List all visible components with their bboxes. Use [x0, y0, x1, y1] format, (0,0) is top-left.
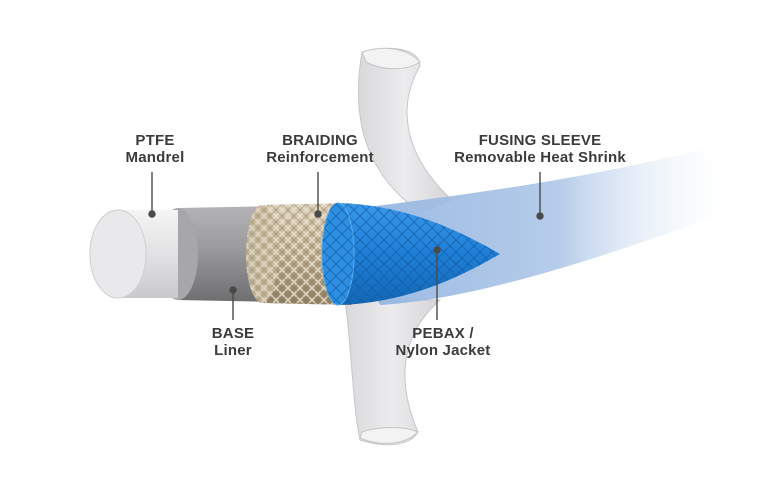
leader-dot-braid	[314, 210, 322, 218]
leader-dot-ptfe	[148, 210, 156, 218]
label-base-liner: BASE Liner	[178, 325, 288, 359]
sleeve-lower-flange-rim	[359, 427, 419, 444]
leader-dot-base	[229, 286, 237, 294]
mandrel-tip	[89, 209, 147, 299]
pebax-jacket-edge-mesh	[322, 203, 354, 305]
label-braiding-reinforcement: BRAIDING Reinforcement	[240, 132, 400, 166]
label-pebax-title: PEBAX /	[412, 325, 474, 342]
label-braid-subtitle: Reinforcement	[266, 149, 374, 166]
leader-dot-fuse	[536, 212, 544, 220]
braiding-edge-mesh	[246, 205, 278, 303]
label-fuse-title: FUSING SLEEVE	[478, 132, 602, 149]
label-ptfe-subtitle: Mandrel	[125, 149, 185, 166]
label-base-title: BASE	[211, 325, 255, 342]
label-base-subtitle: Liner	[214, 342, 252, 359]
sleeve-lower-flange	[344, 299, 442, 446]
pebax-jacket-mesh	[338, 203, 500, 305]
sleeve-upper-flange-rim	[361, 47, 421, 70]
label-fuse-subtitle: Removable Heat Shrink	[454, 149, 626, 166]
label-pebax-nylon-jacket: PEBAX / Nylon Jacket	[378, 325, 508, 359]
label-ptfe-mandrel: PTFE Mandrel	[100, 132, 210, 166]
label-pebax-subtitle: Nylon Jacket	[395, 342, 491, 359]
label-ptfe-title: PTFE	[135, 132, 175, 149]
sleeve-upper-flange	[357, 48, 453, 213]
label-fusing-sleeve: FUSING SLEEVE Removable Heat Shrink	[430, 132, 650, 166]
leader-dot-pebax	[433, 246, 441, 254]
label-braid-title: BRAIDING	[282, 132, 358, 149]
